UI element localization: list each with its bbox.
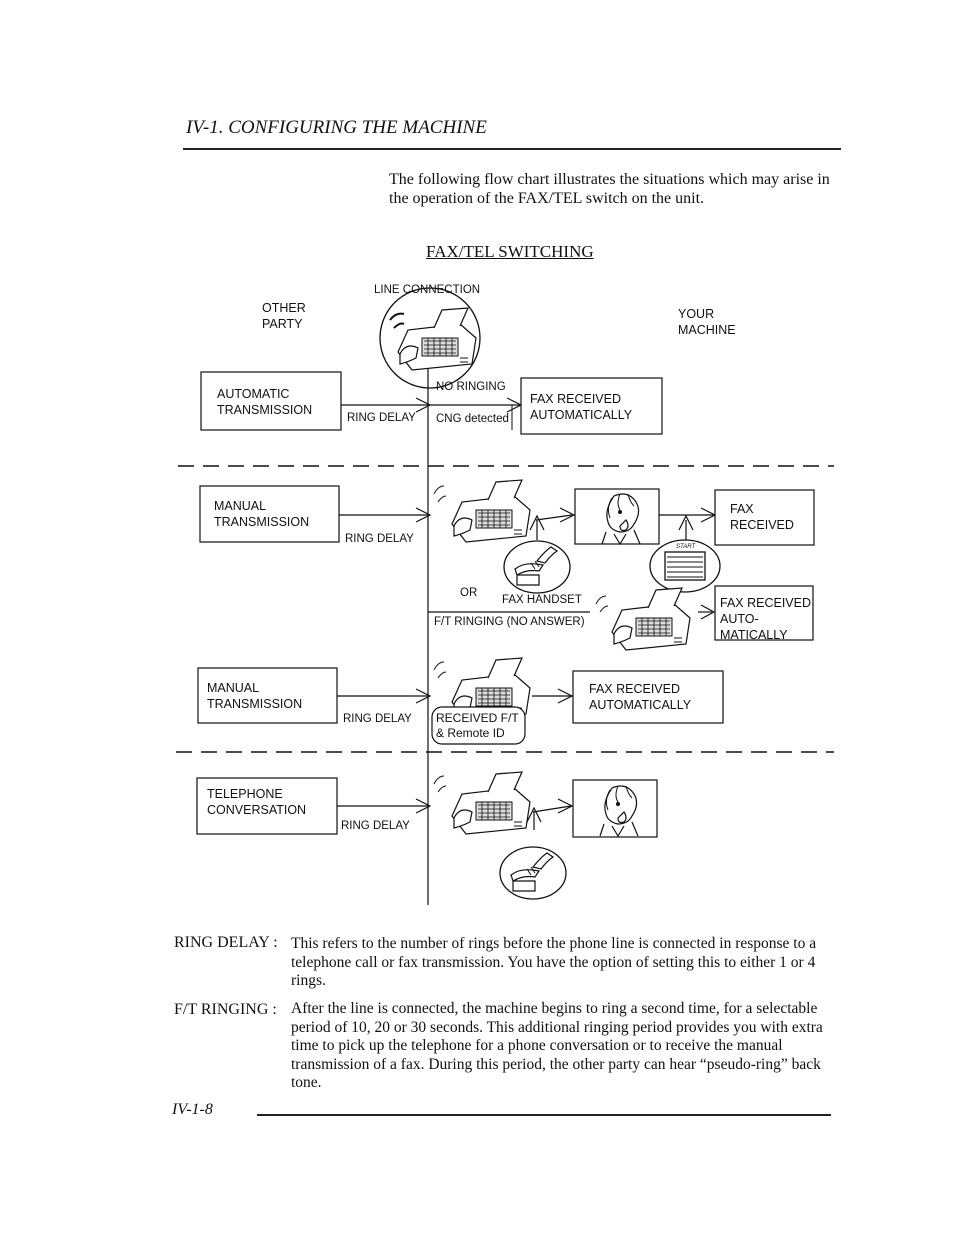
handset-lift-icon [499, 846, 567, 900]
manual-transmission-box-1 [199, 485, 340, 543]
or-label: OR [460, 587, 478, 599]
fax-handset-label: FAX HANDSET [502, 594, 582, 606]
ring-delay-label: RING DELAY [345, 533, 414, 545]
intro-paragraph: The following flow chart illustrates the… [389, 171, 830, 207]
handset-lift-icon [503, 540, 571, 594]
fax-received-box [714, 489, 815, 546]
section-header-title: IV-1. CONFIGURING THE MACHINE [186, 117, 487, 138]
definition-body-ft-ringing: After the line is connected, the machine… [291, 1000, 823, 1091]
start-label: START [676, 544, 696, 550]
fax-received-automatically-box [520, 377, 663, 435]
definition-term-ft-ringing: F/T RINGING : [174, 1001, 277, 1018]
ring-delay-label: RING DELAY [343, 713, 412, 725]
cng-detected-label: CNG detected [436, 413, 509, 425]
fax-machine-icon [433, 771, 531, 835]
start-button-icon [649, 539, 721, 593]
chart-title: FAX/TEL SWITCHING [426, 242, 594, 261]
fax-received-auto-matically-label: FAX RECEIVED AUTO- MATICALLY [720, 596, 811, 642]
fax-machine-icon [433, 479, 531, 543]
fax-machine-icon [595, 587, 691, 651]
telephone-conversation-label: TELEPHONE CONVERSATION [207, 787, 307, 817]
ring-delay-label: RING DELAY [341, 820, 410, 832]
automatic-transmission-box [200, 371, 342, 431]
footer-rule [257, 1114, 831, 1116]
fax-machine-icon [433, 657, 531, 721]
automatic-transmission-label: AUTOMATIC TRANSMISSION [217, 387, 313, 417]
manual-transmission-box-2 [197, 667, 338, 724]
fax-received-automatically-box-2 [572, 670, 724, 724]
ft-ringing-no-answer-label: F/T RINGING (NO ANSWER) [434, 616, 585, 628]
fax-received-automatically-label-2: FAX RECEIVED AUTOMATICALLY [589, 682, 692, 712]
ring-delay-label: RING DELAY [347, 412, 416, 424]
fax-received-label: FAX RECEIVED [730, 502, 794, 532]
line-connection-machine-icon [379, 287, 481, 389]
line-connection-label: LINE CONNECTION [374, 284, 481, 296]
no-ringing-label: NO RINGING [436, 381, 506, 393]
header-rule [183, 148, 841, 150]
page-number: IV-1-8 [172, 1101, 213, 1118]
fax-received-auto-matically-box [714, 585, 814, 641]
other-party-label: OTHER PARTY [262, 301, 306, 331]
your-machine-label: YOUR MACHINE [678, 307, 736, 337]
definition-term-ring-delay: RING DELAY : [174, 934, 278, 951]
received-ft-remote-id-label: RECEIVED F/T & Remote ID [436, 711, 519, 740]
received-ft-remote-id-box [431, 706, 526, 745]
manual-transmission-label-1: MANUAL TRANSMISSION [214, 499, 310, 529]
manual-transmission-label-2: MANUAL TRANSMISSION [207, 681, 303, 711]
definition-body-ring-delay: This refers to the number of rings befor… [291, 935, 817, 989]
fax-received-automatically-label: FAX RECEIVED AUTOMATICALLY [530, 392, 633, 422]
